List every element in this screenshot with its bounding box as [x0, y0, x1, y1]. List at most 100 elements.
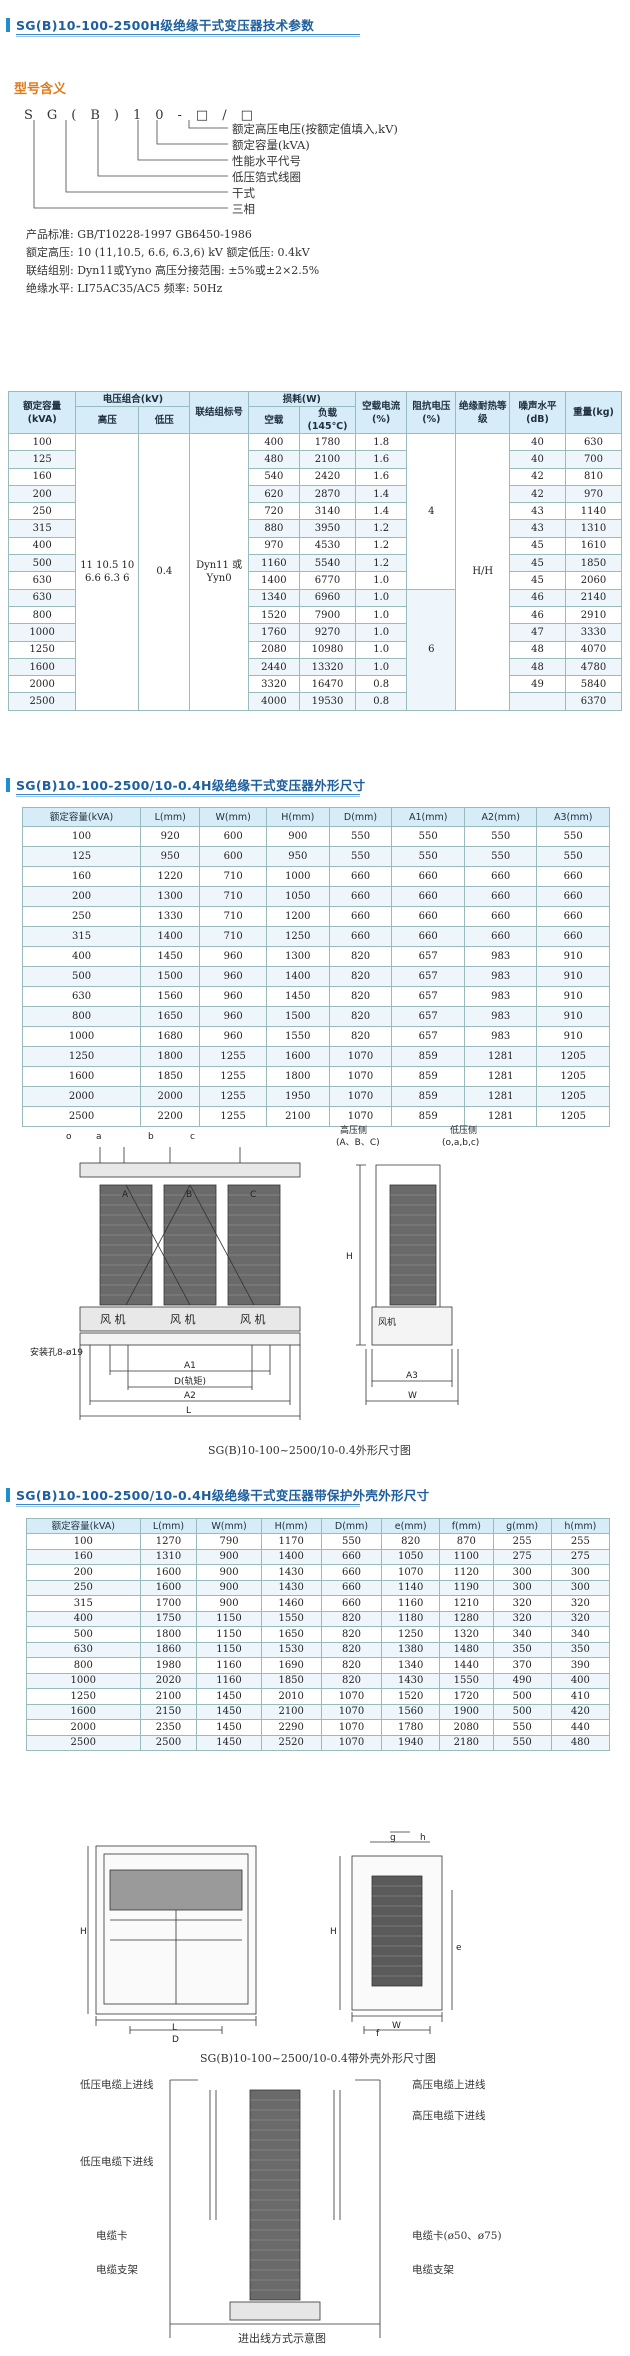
table-cell: 1281 — [463, 1066, 538, 1087]
table-cell: 6 — [406, 588, 457, 711]
table-cell: 859 — [391, 1106, 465, 1127]
table-cell: 660 — [391, 926, 465, 947]
table-cell: 2200 — [140, 1106, 201, 1127]
table-cell: 859 — [391, 1066, 465, 1087]
table-cell: 1070 — [328, 1106, 393, 1127]
table-cell: 4 — [406, 433, 457, 590]
table-cell: 125 — [7, 450, 77, 469]
table-cell: 820 — [328, 1006, 393, 1027]
table-cell: 370 — [492, 1657, 552, 1674]
table-cell: 1070 — [381, 1564, 441, 1581]
col-load: 负载(145℃) — [299, 406, 356, 434]
table-cell: 480 — [550, 1734, 611, 1751]
table-cell: 2100 — [299, 450, 356, 469]
table-cell: 1050 — [266, 886, 330, 907]
table-cell: 16470 — [299, 675, 356, 694]
cable-label-right: 高压电缆下进线 — [412, 2110, 486, 2122]
dim-H-side: H — [330, 1927, 337, 1937]
table-cell: 2020 — [139, 1672, 198, 1689]
table-cell: 0.4 — [138, 433, 191, 711]
table-cell: 660 — [536, 886, 610, 907]
table-cell: 660 — [328, 926, 393, 947]
table-cell: 250 — [7, 502, 77, 521]
table-cell: 42 — [509, 484, 566, 504]
table-cell: 820 — [320, 1626, 383, 1643]
table-cell: 315 — [26, 1595, 141, 1612]
col-insulation: 绝缘耐热等级 — [455, 391, 511, 434]
table-cell: 657 — [391, 1006, 465, 1027]
transformer-outline-drawing: o a b c A B C 风 机 风 机 风 机 安装孔8-ø19 A1 D(… — [30, 1124, 479, 1420]
table-cell: 1400 — [247, 571, 301, 590]
table-cell: 1120 — [439, 1564, 494, 1581]
table-cell — [509, 692, 566, 711]
dim-A2: A2 — [184, 1391, 196, 1401]
table-cell: 1600 — [7, 657, 77, 677]
col-noload-current: 空载电流(%) — [354, 391, 408, 434]
table-cell: 2100 — [266, 1106, 330, 1127]
table-cell: 500 — [21, 966, 142, 987]
table-cell: 1300 — [140, 886, 201, 907]
table-cell: 1.8 — [354, 432, 408, 452]
table-cell: 910 — [536, 1006, 610, 1027]
table-cell: 1400 — [266, 966, 330, 987]
table-cell: 660 — [463, 886, 538, 907]
rated-voltage: 额定高压: 10 (11,10.5, 6.6, 6.3,6) kV 额定低压: … — [26, 246, 310, 259]
table-cell: 1250 — [21, 1046, 142, 1067]
table-cell: 1500 — [266, 1006, 330, 1027]
column-header: 额定容量(kVA) — [21, 807, 142, 827]
table-cell: 710 — [199, 906, 267, 927]
cable-label-right: 高压电缆上进线 — [412, 2079, 486, 2091]
table-cell: 2870 — [299, 484, 356, 504]
product-standard: 产品标准: GB/T10228-1997 GB6450-1986 — [26, 228, 252, 241]
table-cell: 1320 — [439, 1626, 494, 1643]
table-cell: 983 — [463, 966, 538, 987]
section-marker — [6, 1488, 10, 1502]
table-cell: 255 — [492, 1533, 552, 1550]
table-cell: 1160 — [381, 1595, 441, 1612]
table-cell: 1450 — [196, 1688, 262, 1705]
table-cell: 1190 — [439, 1579, 494, 1596]
table-cell: 2080 — [439, 1719, 494, 1736]
table-cell: 660 — [328, 866, 393, 887]
table-cell: 1.0 — [354, 588, 408, 607]
table-cell: 1250 — [7, 640, 77, 659]
table-cell: 100 — [7, 432, 77, 452]
table-cell: 1.0 — [354, 605, 408, 625]
table-cell: 43 — [509, 519, 566, 538]
terminal-c: c — [190, 1132, 195, 1142]
table-cell: 200 — [7, 484, 77, 504]
table-cell: 46 — [509, 605, 566, 625]
table-cell: 19530 — [299, 692, 356, 711]
enclosure-caption: SG(B)10-100~2500/10-0.4带外壳外形尺寸图 — [200, 2052, 436, 2065]
table-cell: 1070 — [320, 1734, 383, 1751]
table-cell: 1800 — [139, 1626, 198, 1643]
legend-item: 额定容量(kVA) — [232, 138, 310, 152]
table-cell: 550 — [320, 1533, 383, 1550]
legend-item: 干式 — [232, 186, 255, 200]
table-cell: 315 — [7, 519, 77, 538]
table-cell: 5840 — [564, 675, 623, 694]
table-cell: 600 — [199, 826, 267, 847]
dim-D: D — [172, 2035, 179, 2045]
table-cell: 1250 — [266, 926, 330, 947]
table-cell: 1255 — [199, 1066, 267, 1087]
table-cell: 720 — [247, 502, 301, 521]
table-cell: 1550 — [439, 1672, 494, 1689]
table-cell: 1680 — [140, 1026, 201, 1047]
table-cell: 657 — [391, 966, 465, 987]
table-cell: 920 — [140, 826, 201, 847]
table-cell: 1050 — [381, 1548, 441, 1565]
table-cell: 1600 — [26, 1703, 141, 1720]
table-cell: 1250 — [26, 1688, 141, 1705]
table-cell: 660 — [463, 926, 538, 947]
table-cell: 1600 — [266, 1046, 330, 1067]
table-cell: 700 — [564, 450, 623, 469]
